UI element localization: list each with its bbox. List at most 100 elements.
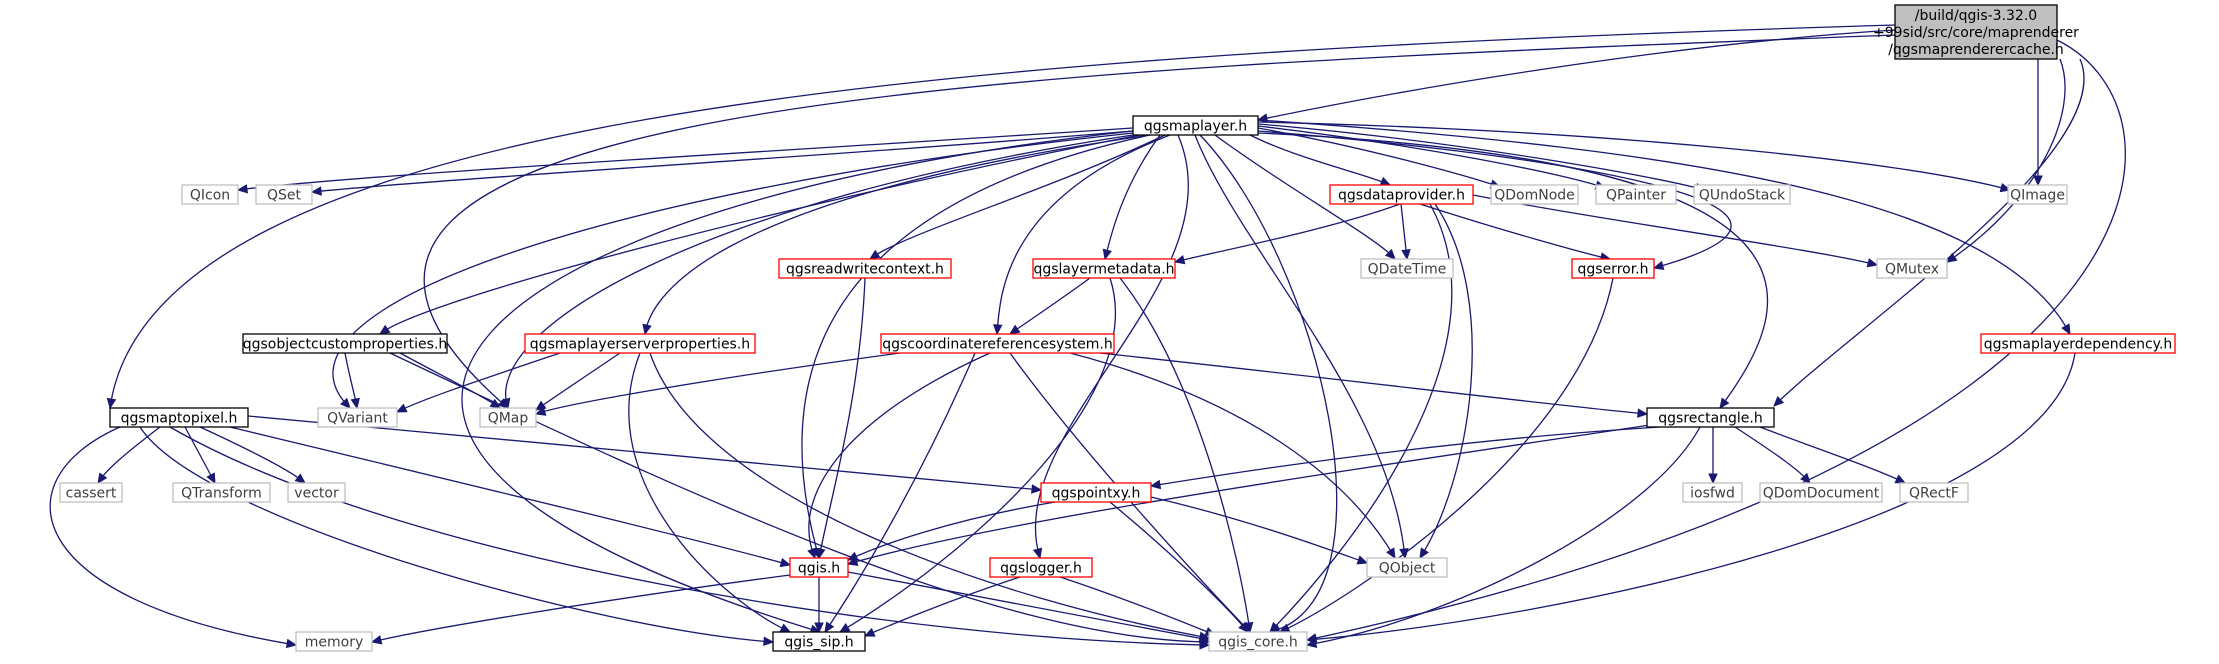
edge-qgsmaplayer-to-QMap <box>501 134 1134 410</box>
edge-root-to-QImage <box>2033 59 2043 187</box>
edge-qgsmaplayer-to-qgsreadwritecontext <box>868 134 1166 260</box>
edge-qgsmaplayer-to-qgis_core <box>1199 134 1338 634</box>
node-qgslogger[interactable]: qgslogger.h <box>989 557 1093 578</box>
node-label: qgsdataprovider.h <box>1338 188 1465 204</box>
edge-qgsobjectcustomproperties-to-QVariant <box>344 352 360 410</box>
node-label: qgsobjectcustomproperties.h <box>243 337 448 353</box>
edge-qgslayermetadata-to-qgscoordinatereferencesystem <box>1008 277 1091 335</box>
edge-root-to-QMutex <box>1945 58 2066 263</box>
node-qgserror[interactable]: qgserror.h <box>1571 258 1655 279</box>
node-label: QRectF <box>1909 486 1959 502</box>
edge-qgsrectangle-to-qgspointxy <box>1149 426 1661 490</box>
node-qgsreadwritecontext[interactable]: qgsreadwritecontext.h <box>778 258 952 279</box>
node-label: /build/qgis-3.32.0 <box>1915 8 2037 24</box>
node-label: QPainter <box>1606 188 1666 204</box>
edge-qgsmaplayer-to-qgsrectangle <box>1257 132 1769 409</box>
node-label: /qgsmaprenderercache.h <box>1888 42 2064 58</box>
node-label: QUndoStack <box>1699 188 1786 204</box>
node-root[interactable]: /build/qgis-3.32.0+99sid/src/core/mapren… <box>1873 4 2079 60</box>
node-label: +99sid/src/core/maprenderer <box>1873 25 2079 41</box>
edge-qgsmaptopixel-to-qgis_sip <box>139 426 775 647</box>
node-label: QDomDocument <box>1763 486 1880 502</box>
node-label: qgsmaplayer.h <box>1144 119 1247 135</box>
edge-qgsmaptopixel-to-qgis <box>229 426 792 568</box>
edge-qgsdataprovider-to-qgslayermetadata <box>1173 203 1401 265</box>
edge-qgscoordinatereferencesystem-to-QObject <box>1069 352 1396 560</box>
edge-qgsrectangle-to-qgis <box>846 424 1651 566</box>
node-label: memory <box>305 635 364 651</box>
node-qgis[interactable]: qgis.h <box>789 557 849 578</box>
node-label: qgscoordinatereferencesystem.h <box>882 337 1113 353</box>
edge-qgsmaptopixel-to-QTransform <box>184 426 216 485</box>
node-qgscoordinatereferencesystem[interactable]: qgscoordinatereferencesystem.h <box>880 333 1115 354</box>
node-qgis_sip[interactable]: qgis_sip.h <box>772 631 866 652</box>
edge-qgsdataprovider-to-QDateTime <box>1400 203 1411 261</box>
edge-qgsrectangle-to-QDomDocument <box>1734 426 1811 484</box>
node-label: QObject <box>1379 561 1436 577</box>
node-label: qgsreadwritecontext.h <box>786 262 944 278</box>
edge-qgis-to-qgis_core <box>847 571 1211 644</box>
edge-qgsmaplayer-to-QSet <box>310 130 1134 196</box>
edge-qgspointxy-to-qgis <box>846 501 1056 561</box>
node-QDomDocument: QDomDocument <box>1759 482 1883 503</box>
edge-qgsmaplayer-to-QDateTime <box>1214 134 1396 260</box>
node-qgsmaptopixel[interactable]: qgsmaptopixel.h <box>109 407 249 428</box>
node-label: qgis_core.h <box>1218 635 1298 651</box>
node-QRectF: QRectF <box>1899 482 1969 503</box>
node-label: qgsmaplayerdependency.h <box>1984 337 2173 353</box>
edge-qgsrectangle-to-qgis_core <box>1305 426 1701 648</box>
edge-qgsobjectcustomproperties-to-QMap <box>399 352 502 409</box>
edge-qgsmaptopixel-to-cassert <box>97 426 161 485</box>
edge-qgsmaplayer-to-qgscoordinatereferencesystem <box>993 134 1171 336</box>
node-label: qgis_sip.h <box>784 635 853 651</box>
edge-qgsmaplayer-to-QIcon <box>236 127 1134 194</box>
node-qgsmaplayer[interactable]: qgsmaplayer.h <box>1132 115 1259 136</box>
node-label: qgspointxy.h <box>1052 486 1141 502</box>
edge-qgsmaplayer-to-qgis_sip <box>461 130 1134 634</box>
node-iosfwd: iosfwd <box>1682 482 1743 503</box>
node-qgsdataprovider[interactable]: qgsdataprovider.h <box>1329 184 1474 205</box>
edge-qgscoordinatereferencesystem-to-qgsrectangle <box>1099 352 1649 418</box>
node-qgsobjectcustomproperties[interactable]: qgsobjectcustomproperties.h <box>242 333 448 354</box>
edge-qgsmaptopixel-to-memory <box>49 426 298 649</box>
node-QMap: QMap <box>479 407 537 428</box>
node-label: iosfwd <box>1690 486 1735 502</box>
node-label: QDateTime <box>1368 262 1447 278</box>
edge-qgsmaptopixel-to-vector <box>199 426 306 484</box>
node-label: QDomNode <box>1494 188 1575 204</box>
node-label: cassert <box>66 486 117 502</box>
edge-qgscoordinatereferencesystem-to-qgis_sip <box>824 352 976 634</box>
node-label: QMutex <box>1885 262 1939 278</box>
edge-qgsmaplayer-to-qgsdataprovider <box>1249 134 1392 186</box>
node-QObject: QObject <box>1366 557 1448 578</box>
edge-layer <box>49 24 2126 650</box>
node-QImage: QImage <box>2007 184 2068 205</box>
edge-qgslogger-to-qgis_sip <box>863 576 1021 637</box>
edge-qgsmaplayer-to-qgsmaplayerserverproperties <box>642 134 1151 336</box>
edge-qgslayermetadata-to-qgis_core <box>1119 277 1254 634</box>
node-qgsmaplayerserverproperties[interactable]: qgsmaplayerserverproperties.h <box>524 333 756 354</box>
edge-qgsmaplayer-to-qgslogger <box>1032 134 1189 560</box>
node-qgslayermetadata[interactable]: qgslayermetadata.h <box>1032 258 1176 279</box>
node-memory: memory <box>295 631 373 652</box>
node-label: vector <box>294 486 339 502</box>
node-QSet: QSet <box>255 184 313 205</box>
edge-qgsmaplayer-to-qgserror <box>1257 130 1732 270</box>
edge-qgsrectangle-to-QRectF <box>1759 426 1907 484</box>
node-label: qgserror.h <box>1578 262 1649 278</box>
edge-qgsdataprovider-to-QObject <box>1419 203 1473 560</box>
edge-qgsmaplayer-to-qgsobjectcustomproperties <box>378 134 1141 335</box>
node-qgspointxy[interactable]: qgspointxy.h <box>1040 482 1152 503</box>
edge-qgscoordinatereferencesystem-to-qgis <box>807 352 991 560</box>
node-label: qgsmaplayerserverproperties.h <box>530 337 750 353</box>
node-label: qgis.h <box>798 561 840 577</box>
node-QTransform: QTransform <box>172 482 271 503</box>
node-qgsrectangle[interactable]: qgsrectangle.h <box>1646 407 1775 428</box>
node-vector: vector <box>287 482 346 503</box>
edge-root-to-qgsrectangle <box>1773 58 2085 407</box>
edge-qgsmaplayer-to-qgslayermetadata <box>1102 134 1161 261</box>
node-QVariant: QVariant <box>317 407 398 428</box>
node-qgsmaplayerdependency[interactable]: qgsmaplayerdependency.h <box>1980 333 2176 354</box>
edge-root-to-qgsmaptopixel <box>106 24 1896 410</box>
node-QDateTime: QDateTime <box>1360 258 1454 279</box>
